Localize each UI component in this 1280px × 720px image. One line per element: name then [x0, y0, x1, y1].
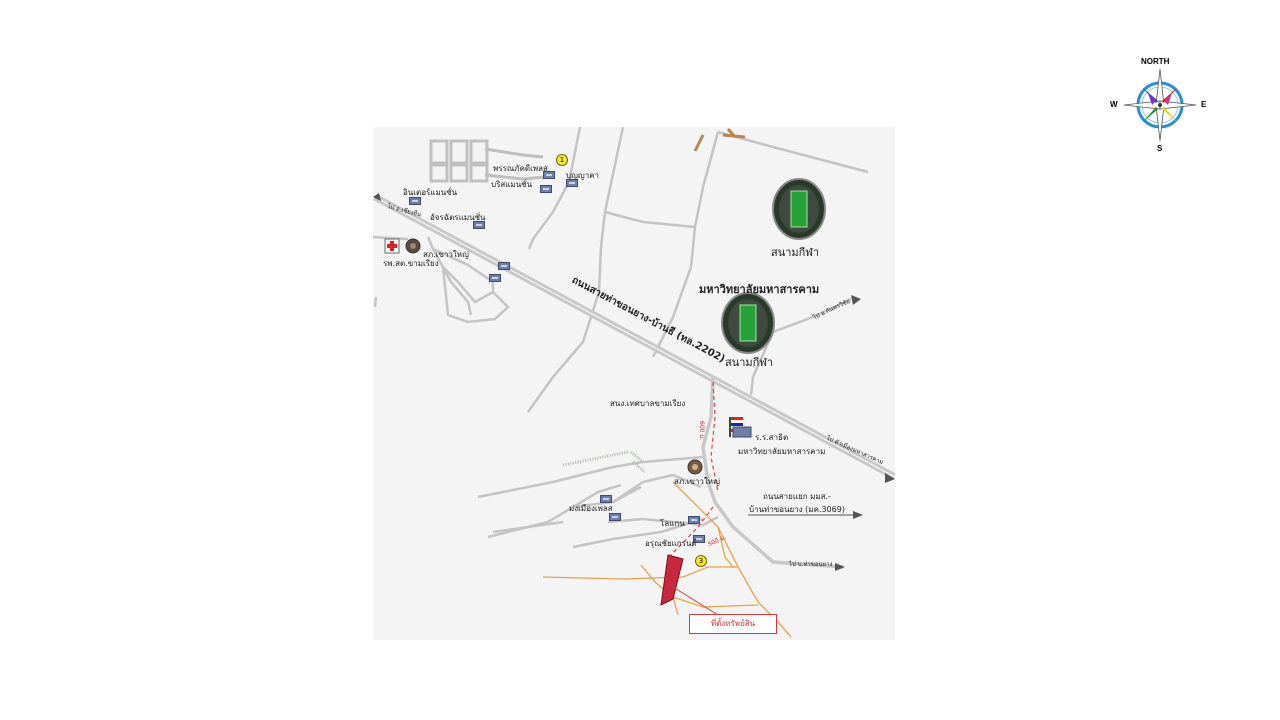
building-icon [609, 513, 621, 521]
building-icon [498, 262, 510, 270]
direction-arrows [373, 193, 895, 571]
place-label: รพ.สต.ขามเรียง [383, 259, 439, 268]
main-highway-center [374, 196, 895, 478]
building-icon [540, 185, 552, 193]
distance-600-line [710, 381, 719, 493]
place-label: สภ.เขาวใหญ่ [674, 477, 720, 486]
map-roads [373, 127, 895, 638]
university-label: มหาวิทยาลัยมหาสารคาม [699, 283, 820, 296]
direction-label: ไป บ.ท่าขอนยาง [789, 561, 833, 568]
place-label: ร.ร.สาธิต [755, 433, 789, 442]
compass-icon [1123, 68, 1197, 142]
building-icon [688, 516, 700, 524]
location-marker-3: 3 [695, 555, 707, 567]
branch-road [701, 376, 844, 569]
police-icon-2 [687, 459, 703, 475]
place-label: พรรณภัคดีเพลส [493, 164, 548, 173]
asset-parcel [660, 554, 684, 606]
brown-road [693, 128, 746, 152]
place-label: อัจรฉัตรแมนชั่น [430, 213, 486, 222]
compass-north-label: NORTH [1141, 57, 1170, 66]
asset-location-label: ที่ตั้งทรัพย์สิน [689, 614, 777, 634]
road-label: บ้านท่าขอนยาง (มค.3069) [749, 505, 845, 514]
compass-south-label: S [1157, 144, 1163, 153]
place-label: บริสแมนชั่น [491, 180, 533, 189]
building-icon [693, 535, 705, 543]
location-marker-1: 1 [556, 154, 568, 166]
place-label: สภ.เขาวใหญ่ [423, 250, 469, 259]
minor-roads [373, 127, 869, 549]
stadium-label: สนามกีฬา [725, 356, 774, 369]
place-label: สนง.เทศบาลขามเรียง [610, 399, 686, 408]
building-icon [409, 197, 421, 205]
fence-lines [562, 450, 646, 474]
compass-east-label: E [1201, 100, 1207, 109]
road-label: ถนนสายแยก มมส.- [763, 492, 831, 501]
distance-500-line [670, 506, 714, 556]
place-label: บุญญาคา [566, 171, 600, 180]
village-grid [429, 139, 546, 183]
building-icon [600, 495, 612, 503]
building-icon [566, 179, 578, 187]
compass-rose: NORTH S E W [1110, 55, 1210, 155]
asset-pointer [672, 586, 719, 616]
police-icon [405, 238, 421, 254]
location-map: 1 3 พรรณภัคดีเพลส บุญญาคา บริสแมนชั่น อิ… [373, 127, 895, 640]
stadium-top [772, 178, 826, 240]
school-flag-icon [729, 417, 752, 438]
building-icon [473, 221, 485, 229]
hospital-icon [384, 238, 400, 254]
compass-west-label: W [1110, 100, 1118, 109]
stadium-mid [721, 292, 775, 354]
place-label: ม่งเมืองเพลส [569, 504, 613, 513]
distance-label: 600 ม. [698, 421, 705, 441]
place-label: อรุณชัยแกรนด์ [645, 539, 697, 548]
stadium-label: สนามกีฬา [771, 246, 820, 259]
building-icon [543, 171, 555, 179]
place-label: อินเตอร์แมนชั่น [403, 188, 458, 197]
place-label: มหาวิทยาลัยมหาสารคาม [738, 447, 826, 456]
place-label: โลแกน [660, 519, 685, 528]
building-icon [489, 274, 501, 282]
